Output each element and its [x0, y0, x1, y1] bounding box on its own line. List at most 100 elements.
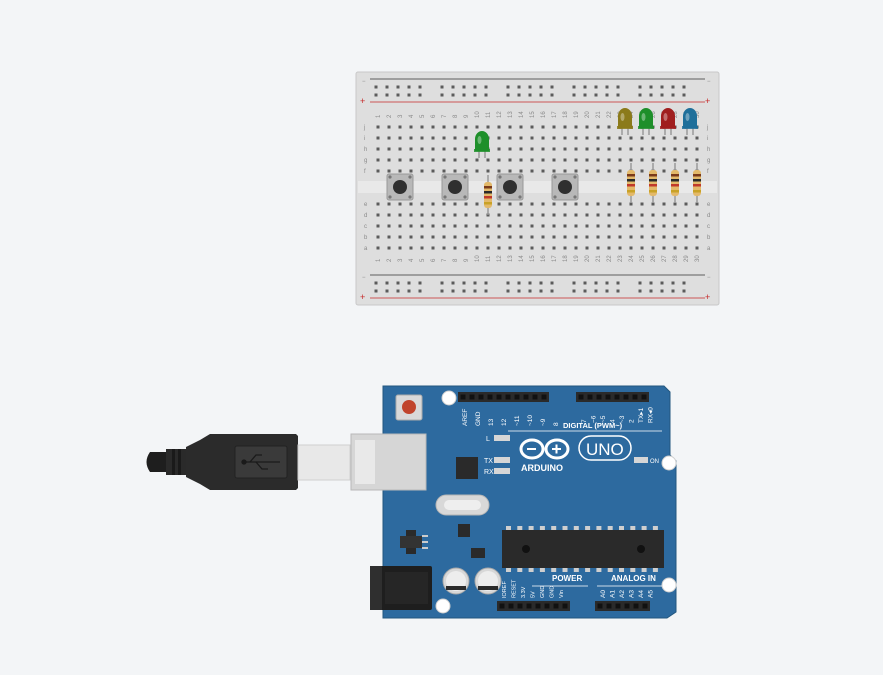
- terminal-hole[interactable]: [442, 202, 446, 206]
- terminal-hole[interactable]: [519, 169, 523, 173]
- terminal-hole[interactable]: [695, 158, 699, 162]
- terminal-hole[interactable]: [552, 125, 556, 129]
- terminal-hole[interactable]: [497, 213, 501, 217]
- terminal-hole[interactable]: [420, 213, 424, 217]
- terminal-hole[interactable]: [629, 136, 633, 140]
- terminal-hole[interactable]: [607, 158, 611, 162]
- terminal-hole[interactable]: [618, 202, 622, 206]
- rail-hole[interactable]: [506, 281, 510, 285]
- terminal-hole[interactable]: [420, 136, 424, 140]
- terminal-hole[interactable]: [431, 224, 435, 228]
- rail-hole[interactable]: [385, 289, 389, 293]
- terminal-hole[interactable]: [519, 202, 523, 206]
- terminal-hole[interactable]: [596, 213, 600, 217]
- terminal-hole[interactable]: [464, 136, 468, 140]
- terminal-hole[interactable]: [398, 213, 402, 217]
- terminal-hole[interactable]: [409, 169, 413, 173]
- terminal-hole[interactable]: [376, 202, 380, 206]
- terminal-hole[interactable]: [596, 136, 600, 140]
- rail-hole[interactable]: [484, 93, 488, 97]
- terminal-hole[interactable]: [629, 158, 633, 162]
- rail-hole[interactable]: [374, 93, 378, 97]
- rail-hole[interactable]: [451, 281, 455, 285]
- terminal-hole[interactable]: [453, 136, 457, 140]
- terminal-hole[interactable]: [541, 169, 545, 173]
- terminal-hole[interactable]: [519, 147, 523, 151]
- terminal-hole[interactable]: [376, 235, 380, 239]
- terminal-hole[interactable]: [475, 158, 479, 162]
- terminal-hole[interactable]: [464, 169, 468, 173]
- terminal-hole[interactable]: [508, 213, 512, 217]
- terminal-hole[interactable]: [563, 213, 567, 217]
- rail-hole[interactable]: [682, 281, 686, 285]
- rail-hole[interactable]: [616, 289, 620, 293]
- terminal-hole[interactable]: [398, 125, 402, 129]
- terminal-hole[interactable]: [585, 169, 589, 173]
- terminal-hole[interactable]: [684, 235, 688, 239]
- terminal-hole[interactable]: [530, 169, 534, 173]
- terminal-hole[interactable]: [574, 213, 578, 217]
- terminal-hole[interactable]: [519, 136, 523, 140]
- terminal-hole[interactable]: [409, 136, 413, 140]
- terminal-hole[interactable]: [387, 169, 391, 173]
- terminal-hole[interactable]: [629, 224, 633, 228]
- terminal-hole[interactable]: [662, 169, 666, 173]
- terminal-hole[interactable]: [541, 125, 545, 129]
- terminal-hole[interactable]: [519, 246, 523, 250]
- terminal-hole[interactable]: [530, 235, 534, 239]
- terminal-hole[interactable]: [574, 246, 578, 250]
- terminal-hole[interactable]: [431, 235, 435, 239]
- terminal-hole[interactable]: [453, 213, 457, 217]
- resistor-1[interactable]: [484, 175, 492, 215]
- terminal-hole[interactable]: [651, 136, 655, 140]
- terminal-hole[interactable]: [519, 213, 523, 217]
- terminal-hole[interactable]: [618, 246, 622, 250]
- terminal-hole[interactable]: [684, 202, 688, 206]
- rail-hole[interactable]: [616, 281, 620, 285]
- rail-hole[interactable]: [451, 93, 455, 97]
- terminal-hole[interactable]: [695, 224, 699, 228]
- terminal-hole[interactable]: [442, 158, 446, 162]
- terminal-hole[interactable]: [640, 213, 644, 217]
- terminal-hole[interactable]: [486, 158, 490, 162]
- pushbutton-4[interactable]: [551, 173, 579, 201]
- terminal-hole[interactable]: [475, 202, 479, 206]
- terminal-hole[interactable]: [530, 158, 534, 162]
- rail-hole[interactable]: [583, 289, 587, 293]
- terminal-hole[interactable]: [585, 147, 589, 151]
- power-header[interactable]: [497, 601, 570, 611]
- terminal-hole[interactable]: [464, 224, 468, 228]
- terminal-hole[interactable]: [607, 147, 611, 151]
- resistor-4[interactable]: [671, 163, 679, 203]
- terminal-hole[interactable]: [563, 169, 567, 173]
- terminal-hole[interactable]: [695, 147, 699, 151]
- terminal-hole[interactable]: [475, 246, 479, 250]
- rail-hole[interactable]: [660, 85, 664, 89]
- terminal-hole[interactable]: [629, 213, 633, 217]
- terminal-hole[interactable]: [618, 169, 622, 173]
- terminal-hole[interactable]: [673, 202, 677, 206]
- terminal-hole[interactable]: [497, 136, 501, 140]
- terminal-hole[interactable]: [519, 125, 523, 129]
- rail-hole[interactable]: [517, 93, 521, 97]
- terminal-hole[interactable]: [552, 213, 556, 217]
- terminal-hole[interactable]: [420, 125, 424, 129]
- rail-hole[interactable]: [374, 85, 378, 89]
- terminal-hole[interactable]: [420, 235, 424, 239]
- rail-hole[interactable]: [473, 281, 477, 285]
- terminal-hole[interactable]: [398, 136, 402, 140]
- terminal-hole[interactable]: [618, 224, 622, 228]
- terminal-hole[interactable]: [420, 202, 424, 206]
- terminal-hole[interactable]: [695, 202, 699, 206]
- rail-hole[interactable]: [539, 85, 543, 89]
- terminal-hole[interactable]: [398, 246, 402, 250]
- terminal-hole[interactable]: [530, 213, 534, 217]
- rail-hole[interactable]: [616, 85, 620, 89]
- rail-hole[interactable]: [385, 85, 389, 89]
- terminal-hole[interactable]: [376, 158, 380, 162]
- terminal-hole[interactable]: [662, 246, 666, 250]
- terminal-hole[interactable]: [497, 125, 501, 129]
- led-4[interactable]: [660, 108, 676, 135]
- terminal-hole[interactable]: [695, 136, 699, 140]
